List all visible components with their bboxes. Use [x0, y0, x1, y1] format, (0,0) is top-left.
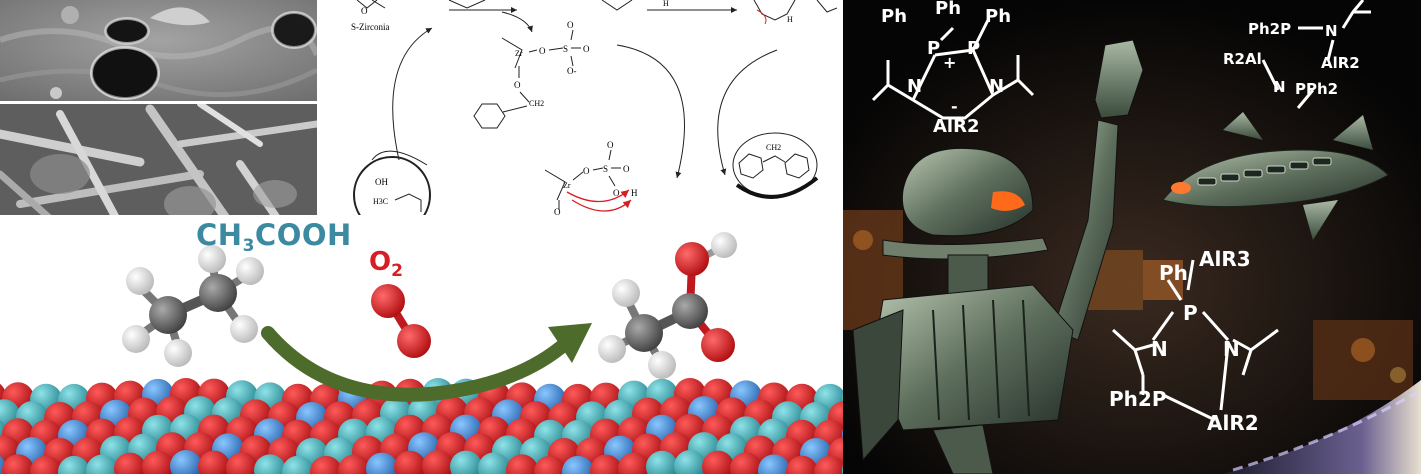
surface-atom: [142, 450, 174, 474]
svg-text:N: N: [989, 76, 1004, 97]
chem2-r2al: R2Al: [1223, 50, 1262, 68]
surface-atom: [730, 452, 762, 474]
surface-atom: [198, 450, 230, 474]
svg-text:-: -: [951, 97, 958, 116]
svg-text:N: N: [1223, 337, 1240, 361]
svg-text:O: O: [539, 46, 546, 56]
svg-text:P: P: [927, 38, 940, 59]
surface-atom: [590, 454, 622, 474]
surface-atom: [226, 452, 258, 474]
chem3-ph2p: Ph2P: [1109, 387, 1166, 411]
surface-atom: [114, 452, 146, 474]
chem2-pph2: PPh2: [1295, 80, 1338, 98]
surface-atom: [842, 464, 843, 474]
chem2-ph2p: Ph2P: [1248, 20, 1291, 38]
sem-micrograph-top: [0, 0, 317, 101]
surface-atom: [338, 454, 370, 474]
svg-text:+: +: [943, 53, 956, 72]
catalyst-surface: [0, 378, 843, 474]
oxygen-molecule: [371, 284, 431, 358]
surface-atom: [450, 450, 482, 474]
robot-chemistry-poster: Ph Ph Ph P P + N N - AlR2 Ph2P N R2Al Al…: [843, 0, 1421, 474]
surface-atom: [58, 455, 90, 474]
ethane-oxidation-illustration: CH3COOH O2: [0, 215, 843, 474]
surface-atom: [786, 455, 818, 474]
surface-atom: [842, 428, 843, 441]
acetic-acid-molecule: [598, 232, 737, 379]
acetic-acid-label: CH3COOH: [196, 218, 352, 256]
svg-text:N: N: [1325, 22, 1338, 40]
surface-atom: [702, 450, 734, 474]
svg-text:Zr: Zr: [515, 49, 523, 58]
surface-atom: [422, 450, 454, 474]
chem1-ph-top: Ph: [935, 0, 961, 19]
surface-atom: [310, 455, 342, 474]
surface-atom: [366, 452, 398, 474]
alcohol-intermediate: OH H3C: [353, 156, 431, 215]
svg-text:P: P: [1183, 301, 1198, 325]
surface-atom: [814, 455, 843, 474]
surface-atom: [562, 455, 594, 474]
svg-text:S: S: [563, 44, 568, 54]
svg-text:S: S: [603, 164, 608, 174]
surface-atom: [618, 452, 650, 474]
chem1-ph-right: Ph: [985, 6, 1011, 27]
catalytic-cycle-scheme: O S-Zirconia H H Zr O S O O O- O CH2: [317, 0, 837, 215]
spaceship-illustration: [1162, 112, 1389, 240]
svg-text:Zr: Zr: [563, 181, 571, 190]
dimeric-al-structure: [1261, 0, 1371, 109]
chem3-alr3: AlR3: [1199, 247, 1251, 271]
surface-atom: [534, 455, 566, 474]
svg-text:O: O: [607, 140, 614, 150]
zr-sulfate-complex: Zr O S O O O- O CH2: [473, 20, 590, 129]
cyclic-phosphorus-structure: [1111, 259, 1279, 422]
svg-text:P: P: [967, 38, 980, 59]
diphenylmethane-product: CH2: [732, 132, 819, 199]
arrow-h-label: H: [663, 0, 669, 8]
oxygen-label: O2: [369, 247, 403, 281]
chem3-ph: Ph: [1159, 261, 1188, 285]
svg-text:O: O: [554, 207, 561, 215]
surface-atom: [254, 454, 286, 474]
svg-text:OH: OH: [375, 177, 388, 187]
svg-text:CH2: CH2: [766, 143, 781, 152]
phosphonium-structure: [871, 19, 1035, 120]
surface-atom: [394, 450, 426, 474]
surface-atom: [30, 455, 62, 474]
surface-atom: [758, 454, 790, 474]
svg-text:O: O: [613, 188, 620, 198]
chem2-alr2: AlR2: [1321, 54, 1360, 72]
chem1-ph-left: Ph: [881, 6, 907, 27]
svg-text:N: N: [1273, 78, 1286, 96]
ethane-molecule: [122, 245, 264, 367]
svg-text:O: O: [514, 80, 521, 90]
surface-atom: [170, 450, 202, 474]
surface-atom: [478, 452, 510, 474]
svg-text:CH2: CH2: [529, 99, 544, 108]
svg-text:H3C: H3C: [373, 197, 388, 206]
surface-atom: [646, 450, 678, 474]
robot-illustration: [852, 39, 1144, 474]
svg-text:O-: O-: [567, 66, 577, 76]
catalyst-label: S-Zirconia: [351, 22, 390, 32]
chem3-alr2: AlR2: [1207, 411, 1259, 435]
svg-text:O: O: [583, 44, 590, 54]
scheme-o-label: O: [361, 6, 368, 16]
svg-text:H: H: [631, 188, 638, 198]
svg-text:N: N: [1151, 337, 1168, 361]
surface-atom: [86, 454, 118, 474]
chem1-alr2: AlR2: [933, 116, 980, 137]
surface-atom: [506, 454, 538, 474]
surface-atom: [674, 450, 706, 474]
reaction-arrow: [261, 323, 592, 402]
arrow-h-plus: H: [787, 15, 793, 24]
svg-text:O: O: [567, 20, 574, 30]
surface-atom: [282, 455, 314, 474]
surface-atom: [2, 454, 34, 474]
svg-text:O: O: [623, 164, 630, 174]
surface-atom: [842, 392, 843, 405]
svg-text:O: O: [583, 166, 590, 176]
zr-transition-complex: Zr O S O O O H O: [544, 140, 638, 215]
svg-text:N: N: [907, 76, 922, 97]
